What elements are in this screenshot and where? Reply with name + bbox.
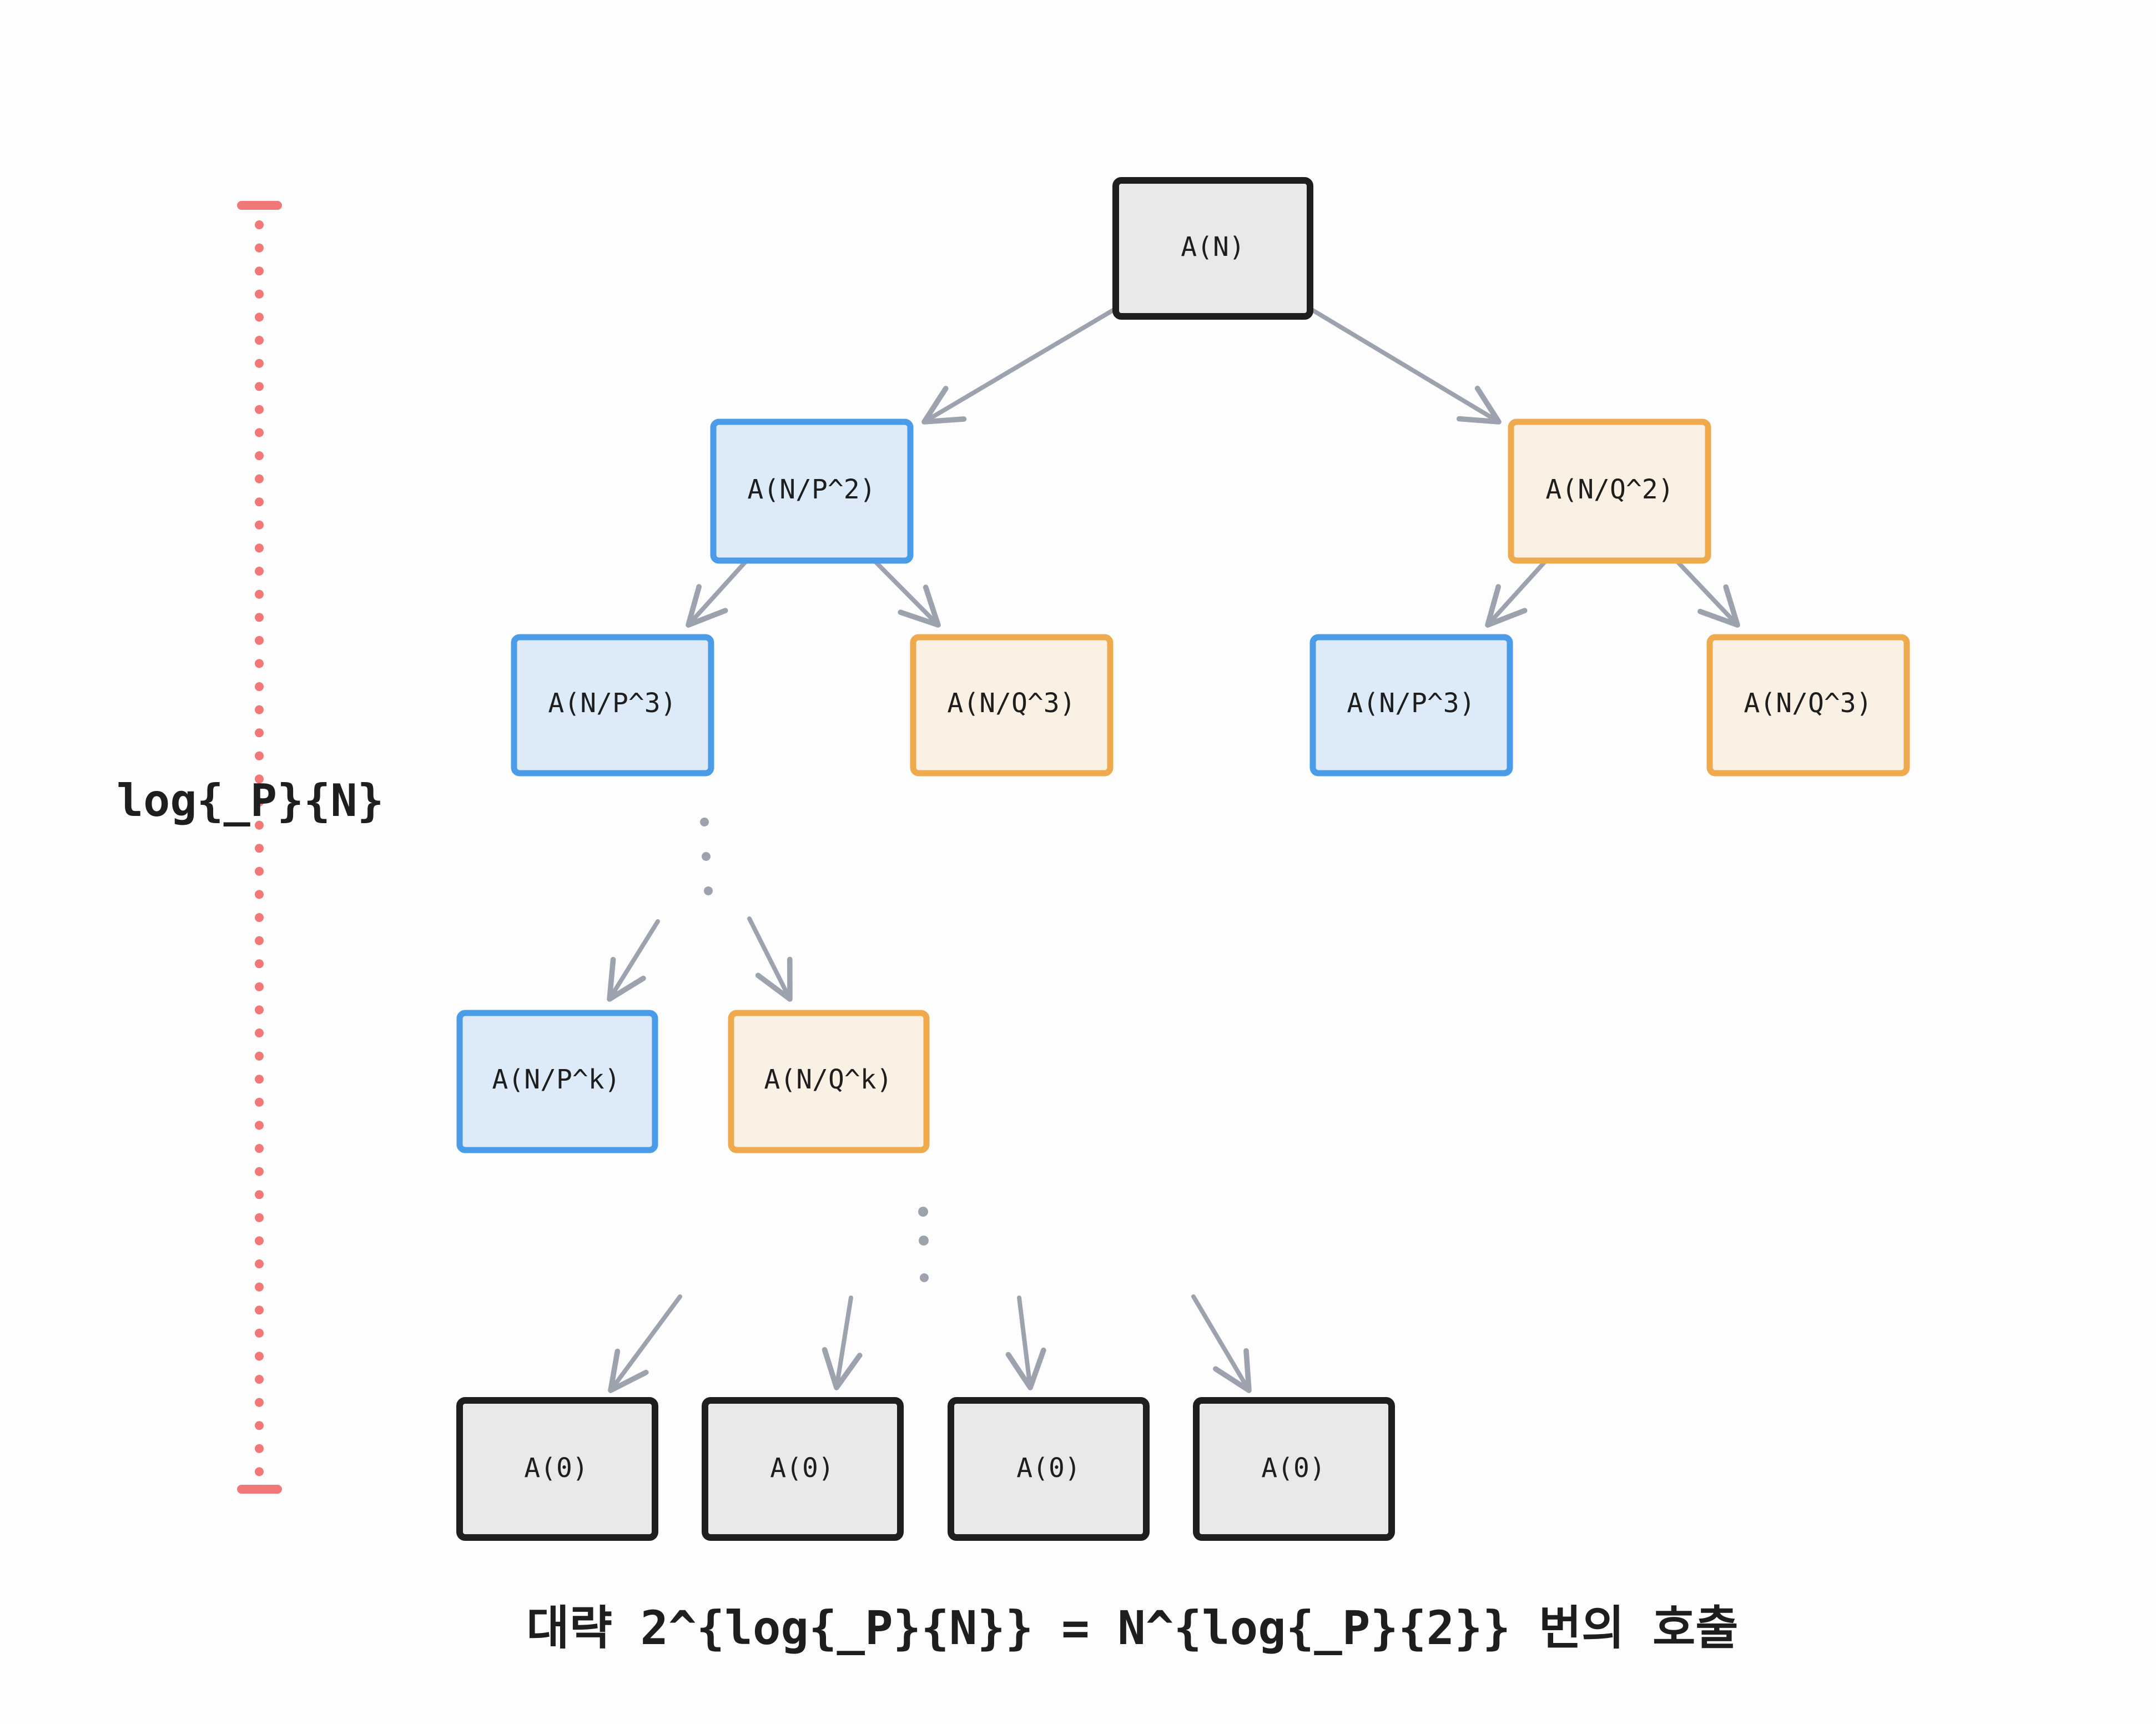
node-box [1309,634,1513,777]
node-box [1112,177,1313,320]
node-levelk-q: A(N/Q^k) [728,1010,930,1153]
edge-root-to-l1-p [921,306,1118,425]
ellipsis-dot [702,852,711,861]
depth-label: log{_P}{N} [117,775,384,826]
ellipsis-dot [919,1236,929,1246]
ellipsis-upper [700,818,713,895]
tree-nodes: A(N) A(N/P^2) A(N/Q^2) A(N/P^3) A(N/Q^3)… [456,177,1910,1541]
node-box [702,1397,904,1541]
node-level2-qp: A(N/P^3) [1309,634,1513,777]
node-box [511,634,714,777]
node-label: A(N) [1181,231,1245,263]
node-box [456,1397,658,1541]
node-leaf: A(0) [702,1397,904,1541]
node-box [710,419,914,564]
edge-l1-q-to-l2-qp [1485,558,1548,628]
node-leaf: A(0) [1193,1397,1395,1541]
node-box [1706,634,1910,777]
node-levelk-p: A(N/P^k) [456,1010,658,1153]
depth-marker: log{_P}{N} [117,201,384,1494]
call-count-caption: 대략 2^{log{_P}{N}} = N^{log{_P}{2}} 번의 호출 [526,1601,1738,1655]
node-leaf: A(0) [456,1397,658,1541]
edge-ellipsis-to-leaf-1 [608,1294,682,1393]
node-label: A(N/P^3) [1347,688,1475,719]
node-label: A(N/P^k) [492,1064,620,1095]
ellipsis-dot [704,886,713,895]
edge-ellipsis-to-leaf-3 [1005,1295,1046,1390]
node-label: A(N/Q^2) [1545,474,1674,505]
ellipsis-dot [920,1273,929,1282]
node-box [728,1010,930,1153]
edge-ellipsis-to-lk-q [747,916,793,1002]
node-level2-qq: A(N/Q^3) [1706,634,1910,777]
node-label: A(N/Q^3) [947,688,1075,719]
node-level1-p: A(N/P^2) [710,419,914,564]
edge-l1-p-to-l2-pp [686,558,749,628]
edge-ellipsis-to-leaf-4 [1191,1294,1252,1393]
ellipsis-dot [918,1207,928,1217]
node-level2-pq: A(N/Q^3) [910,634,1114,777]
node-label: A(0) [524,1453,588,1484]
edge-ellipsis-to-lk-p [607,919,660,1002]
ellipsis-dot [700,818,709,826]
node-box [456,1010,658,1153]
node-leaf: A(0) [948,1397,1150,1541]
node-label: A(N/Q^k) [764,1064,892,1095]
node-label: A(0) [770,1453,834,1484]
node-label: A(N/P^2) [747,474,875,505]
node-label: A(0) [1016,1453,1081,1484]
node-label: A(0) [1261,1453,1326,1484]
ellipsis-lower [918,1207,929,1282]
node-root: A(N) [1112,177,1313,320]
node-box [1193,1397,1395,1541]
edge-l1-q-to-l2-qq [1674,558,1740,628]
node-box [910,634,1114,777]
node-level2-pp: A(N/P^3) [511,634,714,777]
edge-ellipsis-to-leaf-2 [822,1295,863,1390]
tree-edges [607,306,1740,1393]
node-level1-q: A(N/Q^2) [1508,419,1711,564]
edge-l1-p-to-l2-pq [872,558,941,628]
edge-root-to-l1-q [1308,306,1502,425]
node-label: A(N/Q^3) [1744,688,1872,719]
node-label: A(N/P^3) [548,688,676,719]
node-box [1508,419,1711,564]
node-box [948,1397,1150,1541]
